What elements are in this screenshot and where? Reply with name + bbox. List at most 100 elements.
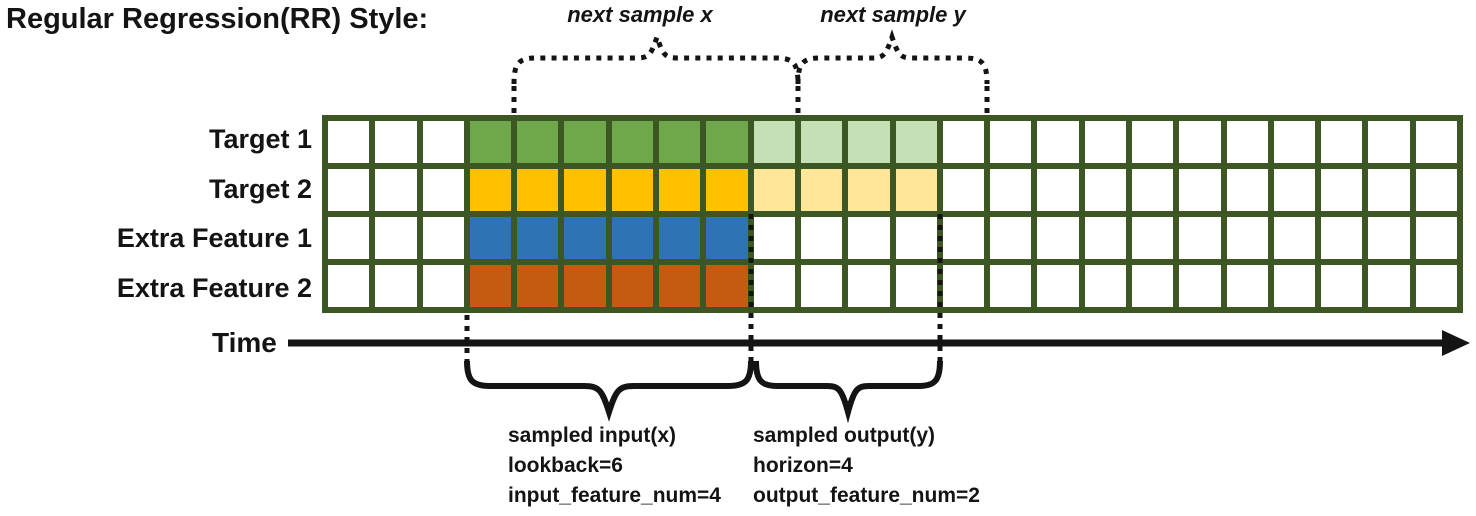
grid-cell <box>1037 121 1079 163</box>
grid-cell <box>1084 265 1126 307</box>
grid-cell <box>611 121 654 163</box>
row-labels: Target 1 Target 2 Extra Feature 1 Extra Fea… <box>0 115 312 313</box>
grid-cell <box>328 121 370 163</box>
grid-cell <box>375 121 417 163</box>
grid-cell <box>375 169 417 211</box>
grid-cell <box>1226 217 1268 259</box>
grid-cell <box>517 217 559 259</box>
annotation-line: output_feature_num=2 <box>753 484 980 507</box>
grid-cell <box>895 121 937 163</box>
annotation-line: input_feature_num=4 <box>508 484 721 507</box>
time-axis-arrowhead <box>1442 330 1470 356</box>
sampled-input-brace <box>464 360 754 422</box>
grid-cell <box>706 265 748 307</box>
grid-cell <box>611 265 654 307</box>
grid-cell <box>1131 265 1174 307</box>
grid-cell <box>328 217 370 259</box>
grid-cell <box>517 121 559 163</box>
grid-cell <box>1037 265 1079 307</box>
grid-cell <box>800 265 843 307</box>
grid-cell <box>848 217 890 259</box>
grid-cell <box>659 121 701 163</box>
grid-cell <box>706 169 748 211</box>
grid-cell <box>375 265 417 307</box>
grid-cell <box>848 169 890 211</box>
grid-cell <box>1321 169 1363 211</box>
grid-cell <box>1037 217 1079 259</box>
grid-cell <box>1321 217 1363 259</box>
grid-cell <box>895 265 937 307</box>
grid-cell <box>800 217 843 259</box>
grid-cell <box>895 169 937 211</box>
grid-cell <box>1415 217 1457 259</box>
row-label: Extra Feature 1 <box>116 223 312 254</box>
annotation-line: sampled input(x) <box>508 424 677 447</box>
next-sample-x-brace <box>511 29 801 85</box>
grid-cell <box>1179 217 1221 259</box>
grid-cell <box>800 121 843 163</box>
grid-cell <box>1131 121 1174 163</box>
grid-cell <box>1273 265 1316 307</box>
grid-cell <box>1226 121 1268 163</box>
grid-cell <box>517 169 559 211</box>
grid-cell <box>1226 169 1268 211</box>
grid-cell <box>517 265 559 307</box>
grid-cell <box>1131 169 1174 211</box>
sampled-output-brace <box>753 360 943 424</box>
grid-cell <box>1131 217 1174 259</box>
grid-cell <box>375 217 417 259</box>
grid-cell <box>1179 121 1221 163</box>
sample-grid <box>322 115 1463 313</box>
grid-cell <box>753 169 795 211</box>
annotation-line: horizon=4 <box>753 454 853 477</box>
grid-cell <box>895 217 937 259</box>
grid-cell <box>1084 217 1126 259</box>
grid-cell <box>800 169 843 211</box>
grid-cell <box>1037 169 1079 211</box>
grid-cell <box>1321 265 1363 307</box>
grid-cell <box>469 169 512 211</box>
grid-cell <box>422 217 464 259</box>
row-label: Target 1 <box>208 124 312 155</box>
grid-cell <box>1321 121 1363 163</box>
next-sample-y-brace <box>795 29 990 85</box>
grid-cell <box>564 265 606 307</box>
grid-cell <box>942 169 985 211</box>
grid-cell <box>422 121 464 163</box>
row-label: Target 2 <box>208 173 312 204</box>
grid-cell <box>706 217 748 259</box>
grid-cell <box>1368 265 1410 307</box>
grid-cell <box>1226 265 1268 307</box>
grid-cell <box>848 265 890 307</box>
grid-cell <box>564 121 606 163</box>
grid-cell <box>469 265 512 307</box>
grid-cell <box>1273 121 1316 163</box>
grid-cell <box>942 121 985 163</box>
grid-cell <box>990 217 1032 259</box>
grid-cell <box>753 265 795 307</box>
row-label: Extra Feature 2 <box>116 272 312 303</box>
grid-cell <box>659 265 701 307</box>
grid-cell <box>1179 169 1221 211</box>
grid-cell <box>328 265 370 307</box>
grid-cell <box>990 169 1032 211</box>
grid-cell <box>659 217 701 259</box>
grid-cell <box>469 121 512 163</box>
grid-cell <box>659 169 701 211</box>
grid-cell <box>1084 121 1126 163</box>
next-sample-x-label: next sample x <box>567 2 713 27</box>
diagram-title: Regular Regression(RR) Style: <box>6 3 429 35</box>
grid-cell <box>611 169 654 211</box>
grid-cell <box>706 121 748 163</box>
grid-cell <box>422 265 464 307</box>
grid-cell <box>1273 169 1316 211</box>
grid-cell <box>1368 217 1410 259</box>
next-sample-y-label: next sample y <box>820 2 966 27</box>
grid-cell <box>848 121 890 163</box>
grid-cell <box>753 121 795 163</box>
time-axis-label: Time <box>212 327 277 358</box>
grid-cell <box>753 217 795 259</box>
grid-cell <box>942 265 985 307</box>
